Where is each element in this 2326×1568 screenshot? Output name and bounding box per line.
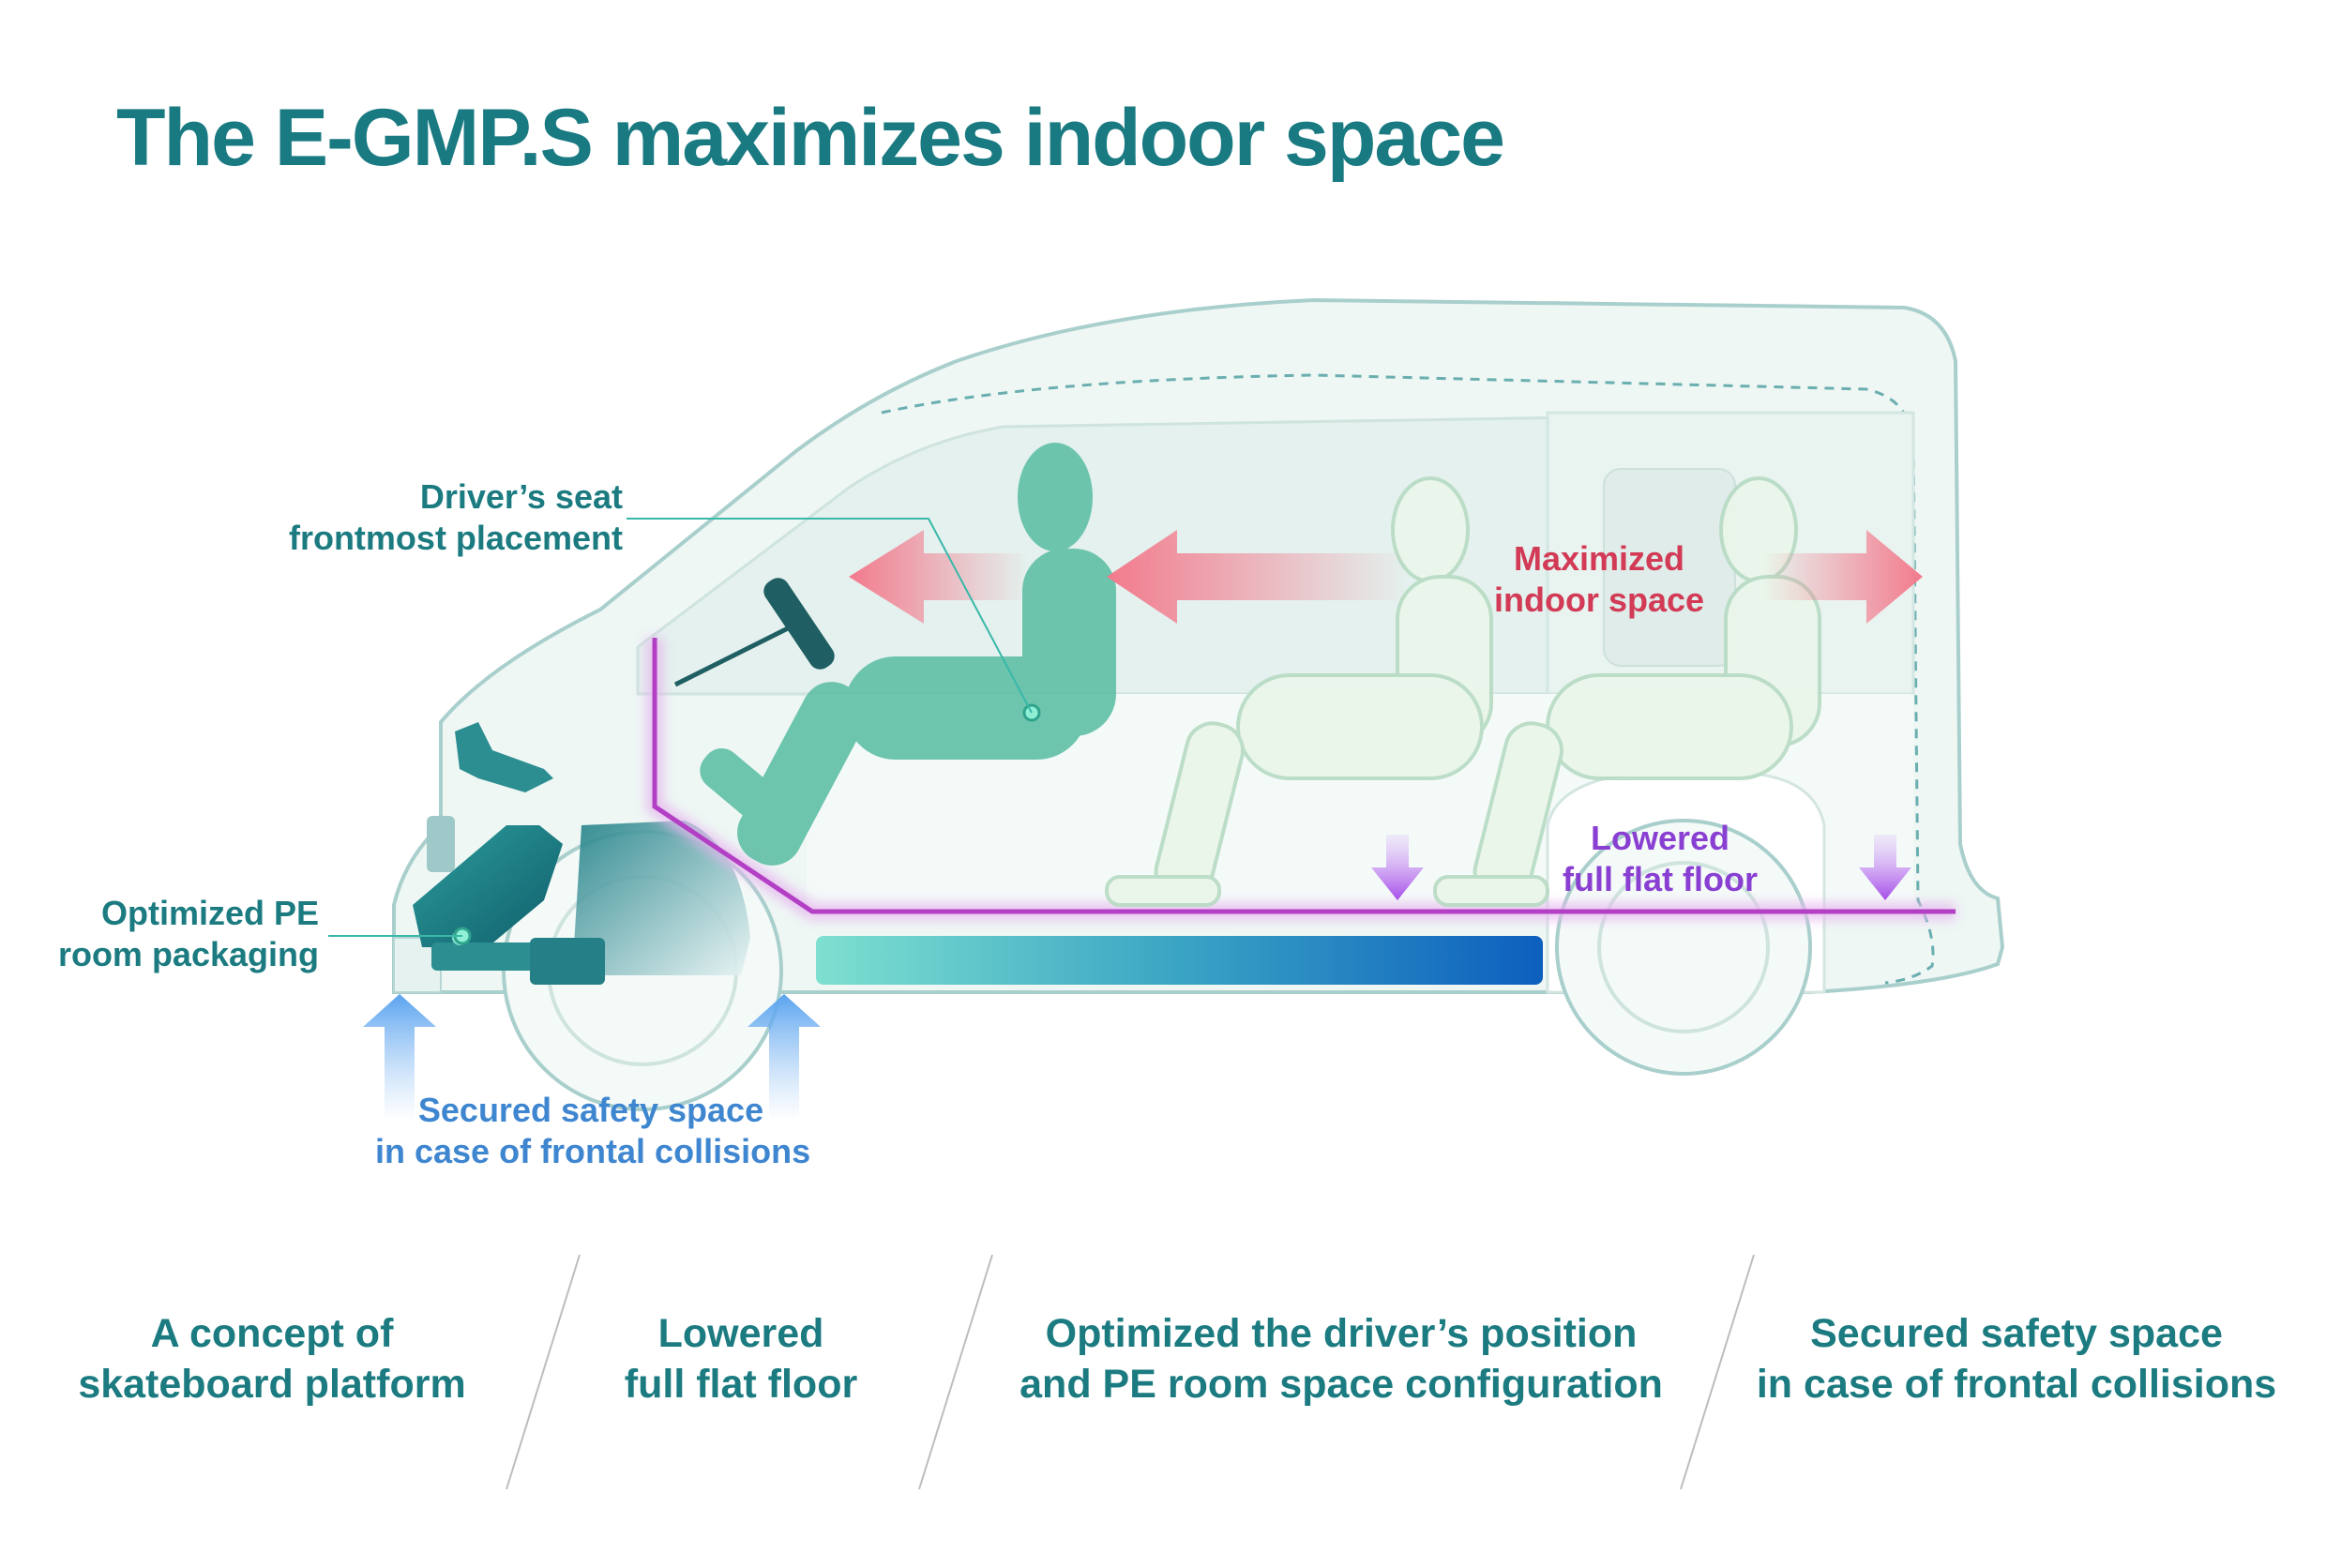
indoor-space-arrows xyxy=(849,530,1923,624)
page-title: The E-GMP.S maximizes indoor space xyxy=(116,93,1505,183)
footer-caption-line2: full flat floor xyxy=(624,1362,858,1407)
footer-caption-safety-space: Secured safety space in case of frontal … xyxy=(1744,1308,2288,1410)
safety-space-label-line1: Secured safety space xyxy=(417,1091,764,1129)
footer-caption-flat-floor: Lowered full flat floor xyxy=(572,1308,910,1410)
safety-space-label-line2: in case of frontal collisions xyxy=(375,1132,811,1170)
footer-caption-line2: and PE room space configuration xyxy=(1020,1362,1663,1407)
indoor-space-label-line1: Maximized xyxy=(1513,539,1685,578)
front-wheel-well xyxy=(572,821,750,975)
rear-wheel xyxy=(1555,819,1812,1076)
pe-room-label-line1: Optimized PE xyxy=(100,894,319,932)
flat-floor-label-line1: Lowered xyxy=(1590,819,1730,857)
driver-seat-label-line1: Driver’s seat xyxy=(419,477,623,516)
driver-seat-label: Driver’s seat frontmost placement xyxy=(289,476,623,559)
steering-wheel xyxy=(673,578,835,687)
floor-down-arrows xyxy=(1371,835,1911,900)
driver-seat-label-line2: frontmost placement xyxy=(288,519,623,557)
indoor-space-label: Maximized indoor space xyxy=(1473,538,1726,621)
battery-pack xyxy=(816,936,1543,985)
footer-caption-skateboard: A concept of skateboard platform xyxy=(47,1308,497,1410)
pe-room-label-line2: room packaging xyxy=(57,935,319,973)
footer-caption-line1: Lowered xyxy=(657,1311,824,1356)
safety-space-label: Secured safety space in case of frontal … xyxy=(375,1090,811,1172)
footer-caption-line2: skateboard platform xyxy=(78,1362,466,1407)
footer-caption-line1: A concept of xyxy=(150,1311,394,1356)
flat-floor-line xyxy=(652,638,1956,914)
footer-caption-line1: Optimized the driver’s position xyxy=(1045,1311,1638,1356)
pe-room-components xyxy=(413,722,605,985)
footer-dividers xyxy=(506,1254,1755,1490)
footer-caption-driver-position: Optimized the driver’s position and PE r… xyxy=(985,1308,1698,1410)
flat-floor-label-line2: full flat floor xyxy=(1563,860,1758,898)
footer-caption-line1: Secured safety space xyxy=(1810,1311,2223,1356)
indoor-space-label-line2: indoor space xyxy=(1493,580,1705,619)
rear-passenger-1 xyxy=(1105,476,1493,907)
driver-figure xyxy=(700,443,1116,866)
footer-caption-line2: in case of frontal collisions xyxy=(1756,1362,2277,1407)
driver-seat-leader xyxy=(627,518,1033,714)
rear-passenger-2 xyxy=(1433,476,1821,907)
flat-floor-label: Lowered full flat floor xyxy=(1538,818,1782,900)
safety-up-arrows xyxy=(363,994,821,1121)
pe-room-label: Optimized PE room packaging xyxy=(58,893,319,975)
